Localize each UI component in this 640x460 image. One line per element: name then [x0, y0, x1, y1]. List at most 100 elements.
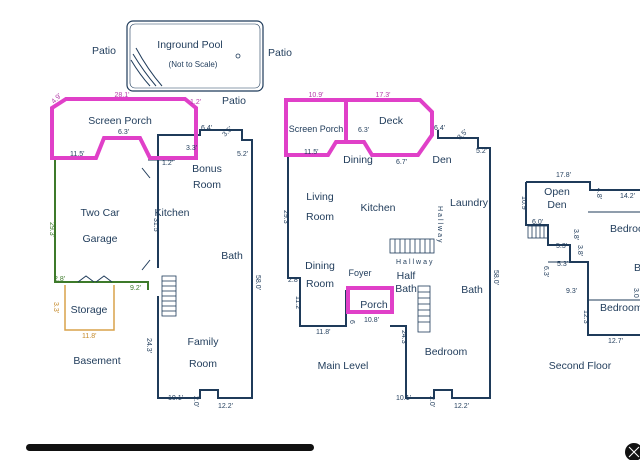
svg-text:17.3': 17.3' [376, 92, 391, 99]
svg-text:3.5': 3.5' [456, 129, 469, 142]
svg-text:14.2': 14.2' [620, 193, 635, 200]
svg-text:2.8': 2.8' [288, 277, 299, 284]
svg-text:6.3': 6.3' [542, 266, 549, 277]
main-level-plan: Screen Porch Deck Dining Den Living Room… [282, 92, 499, 410]
main-foyer: Foyer [348, 268, 371, 278]
main-hallway-vertical: Hallway [436, 206, 443, 245]
second-bedroom-right: Bedroo [610, 223, 640, 235]
svg-text:17.8': 17.8' [556, 172, 571, 179]
basement-kitchen: Kitchen [154, 207, 189, 219]
svg-text:10.1': 10.1' [168, 395, 183, 402]
second-walls [525, 181, 640, 336]
svg-text:11.2': 11.2' [294, 296, 301, 310]
basement-bath: Bath [221, 250, 243, 262]
svg-text:6.0': 6.0' [532, 219, 543, 226]
svg-text:11.5': 11.5' [70, 151, 84, 158]
basement-screen-porch-highlight [50, 97, 198, 160]
svg-text:1.2': 1.2' [162, 160, 173, 167]
svg-text:29.3': 29.3' [48, 222, 55, 237]
second-bedroom: Bedroom [600, 302, 640, 314]
svg-text:9.3': 9.3' [566, 288, 577, 295]
basement-two-car: Two Car [80, 207, 120, 219]
main-deck-highlight [344, 98, 434, 157]
svg-text:6.3': 6.3' [358, 127, 369, 134]
svg-text:28.1': 28.1' [115, 92, 130, 99]
svg-text:6.3': 6.3' [118, 129, 129, 136]
svg-text:5.3': 5.3' [556, 243, 567, 250]
main-living-room: Room [306, 211, 334, 223]
main-dining-top: Dining [343, 154, 373, 166]
svg-text:6.7': 6.7' [396, 159, 407, 166]
main-half-bath: Bath [395, 283, 417, 295]
svg-text:6.4': 6.4' [434, 125, 445, 132]
pool-note: (Not to Scale) [169, 60, 218, 69]
svg-text:6: 6 [348, 320, 355, 324]
svg-text:10.8': 10.8' [364, 317, 379, 324]
svg-text:11.5': 11.5' [304, 149, 318, 156]
main-den: Den [432, 154, 451, 166]
basement-bonus: Bonus [192, 163, 222, 175]
svg-text:24.3': 24.3' [400, 330, 407, 345]
main-porch-highlight [346, 286, 394, 314]
pool: Inground Pool (Not to Scale) [126, 20, 264, 92]
main-laundry: Laundry [450, 197, 489, 209]
svg-text:4.8': 4.8' [595, 188, 602, 199]
basement-bonus-room: Room [193, 179, 221, 191]
svg-text:3.3': 3.3' [52, 302, 59, 313]
svg-text:10.1': 10.1' [396, 395, 411, 402]
svg-text:6.4': 6.4' [201, 125, 212, 132]
garage-outline [54, 160, 149, 290]
main-level-title: Main Level [318, 360, 369, 372]
svg-text:31.5': 31.5' [152, 218, 159, 233]
main-screen-porch-highlight [284, 98, 348, 157]
svg-text:12.2': 12.2' [218, 403, 233, 410]
main-stairs [389, 238, 435, 333]
svg-text:1.2': 1.2' [190, 99, 201, 106]
svg-text:9.2': 9.2' [130, 285, 141, 292]
main-hallway-horizontal: Hallway [396, 259, 435, 266]
patio-left-label: Patio [92, 45, 116, 57]
second-floor-plan: Open Den Bedroo B Bedroom Second Floor 1… [520, 172, 640, 372]
main-deck: Deck [379, 115, 404, 127]
svg-text:29.3': 29.3' [282, 210, 289, 225]
svg-text:10.9': 10.9' [520, 196, 527, 211]
pool-outline [126, 20, 264, 92]
svg-text:2.0': 2.0' [428, 396, 435, 407]
second-level-title: Second Floor [549, 360, 612, 372]
svg-text:12.2': 12.2' [454, 403, 469, 410]
svg-text:5.2': 5.2' [237, 151, 248, 158]
patio-right-label: Patio [268, 47, 292, 59]
svg-text:12.7': 12.7' [608, 338, 623, 345]
main-dining: Dining [305, 260, 335, 272]
main-kitchen: Kitchen [360, 202, 395, 214]
svg-text:5.2': 5.2' [476, 148, 487, 155]
second-stairs [527, 225, 549, 239]
svg-text:24.3': 24.3' [145, 338, 152, 353]
svg-text:3.5': 3.5' [221, 126, 234, 139]
main-porch: Porch [360, 299, 388, 311]
main-half: Half [397, 270, 416, 282]
svg-text:11.8': 11.8' [316, 329, 330, 336]
basement-walls [157, 129, 253, 399]
svg-text:2.8': 2.8' [54, 276, 65, 283]
main-screen-porch: Screen Porch [289, 124, 344, 134]
main-bath: Bath [461, 284, 483, 296]
main-bedroom: Bedroom [425, 346, 468, 358]
basement-storage: Storage [71, 304, 108, 316]
svg-text:2.0': 2.0' [192, 396, 199, 407]
svg-text:10.9': 10.9' [309, 92, 324, 99]
second-open: Open [544, 186, 570, 198]
basement-stairs [161, 275, 177, 317]
basement-level-title: Basement [73, 355, 120, 367]
pool-title: Inground Pool [157, 39, 222, 51]
svg-text:3.8': 3.8' [576, 245, 583, 256]
storage-outline [64, 285, 115, 331]
basement-screen-porch: Screen Porch [88, 115, 152, 127]
second-den: Den [547, 199, 566, 211]
main-living: Living [306, 191, 334, 203]
home-indicator[interactable] [26, 444, 314, 451]
basement-plan: Screen Porch Bonus Room Two Car Garage K… [48, 92, 261, 410]
svg-text:3.0: 3.0 [632, 288, 639, 298]
second-bedroom-b: B [634, 262, 640, 274]
